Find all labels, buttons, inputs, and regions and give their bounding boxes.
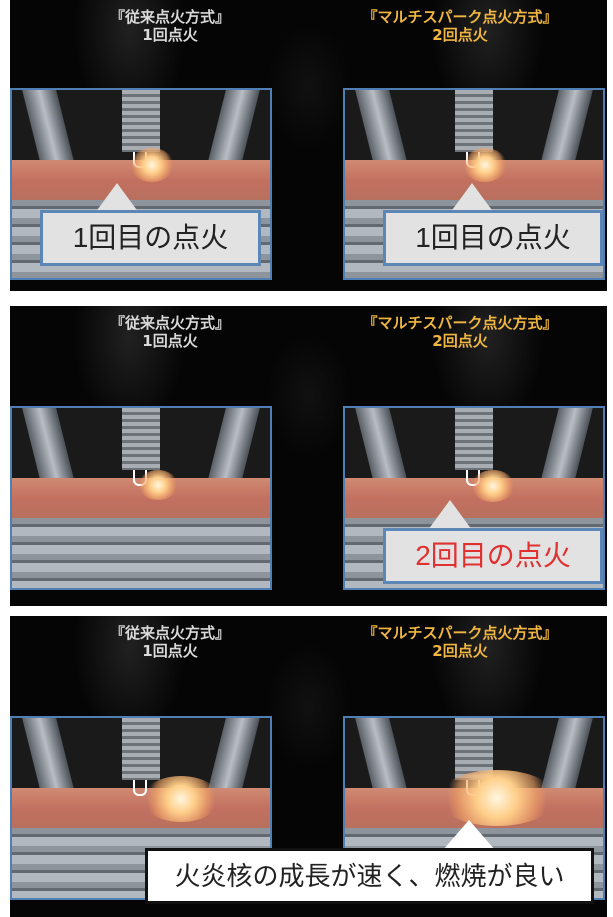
right-title-line2: 2回点火	[432, 642, 488, 660]
spark-flash	[130, 148, 174, 182]
spark-plug-image	[122, 718, 160, 780]
panel-2: 『従来点火方式』 1回点火 『マルチスパーク点火方式』 2回点火	[10, 306, 607, 606]
left-title-line1: 『従来点火方式』	[109, 624, 230, 642]
callout-tail	[95, 183, 139, 213]
right-title-line1: 『マルチスパーク点火方式』	[362, 314, 558, 332]
flame-kernel	[471, 470, 515, 502]
spark-plug-image	[455, 718, 493, 780]
right-title: 『マルチスパーク点火方式』 2回点火	[340, 314, 580, 350]
left-title: 『従来点火方式』 1回点火	[50, 314, 290, 350]
callout-tail	[428, 500, 472, 530]
left-title-line1: 『従来点火方式』	[109, 314, 230, 332]
flame-kernel	[142, 776, 220, 822]
conventional-cylinder-scene	[10, 716, 272, 900]
callout-first-ignition-left: 1回目の点火	[40, 210, 261, 266]
right-title: 『マルチスパーク点火方式』 2回点火	[340, 8, 580, 44]
right-title-line2: 2回点火	[432, 26, 488, 44]
left-title-line2: 1回点火	[142, 26, 198, 44]
flame-kernel	[138, 470, 178, 500]
spark-plug-image	[455, 90, 493, 152]
piston-image	[12, 518, 270, 588]
left-title: 『従来点火方式』 1回点火	[50, 624, 290, 660]
right-title-line1: 『マルチスパーク点火方式』	[362, 624, 558, 642]
callout-first-ignition-right: 1回目の点火	[383, 210, 603, 266]
right-title: 『マルチスパーク点火方式』 2回点火	[340, 624, 580, 660]
callout-tail	[450, 183, 494, 213]
spark-plug-image	[122, 90, 160, 152]
left-title: 『従来点火方式』 1回点火	[50, 8, 290, 44]
left-title-line2: 1回点火	[142, 642, 198, 660]
right-title-line2: 2回点火	[432, 332, 488, 350]
right-title-line1: 『マルチスパーク点火方式』	[362, 8, 558, 26]
spark-plug-image	[122, 408, 160, 470]
callout-tail	[443, 820, 495, 850]
left-title-line2: 1回点火	[142, 332, 198, 350]
flame-kernel	[437, 770, 557, 826]
spark-plug-image	[455, 408, 493, 470]
spark-flash	[463, 148, 507, 182]
conventional-cylinder-scene	[10, 406, 272, 590]
callout-second-ignition: 2回目の点火	[383, 528, 603, 584]
left-title-line1: 『従来点火方式』	[109, 8, 230, 26]
callout-conclusion: 火炎核の成長が速く、燃焼が良い	[145, 848, 594, 904]
